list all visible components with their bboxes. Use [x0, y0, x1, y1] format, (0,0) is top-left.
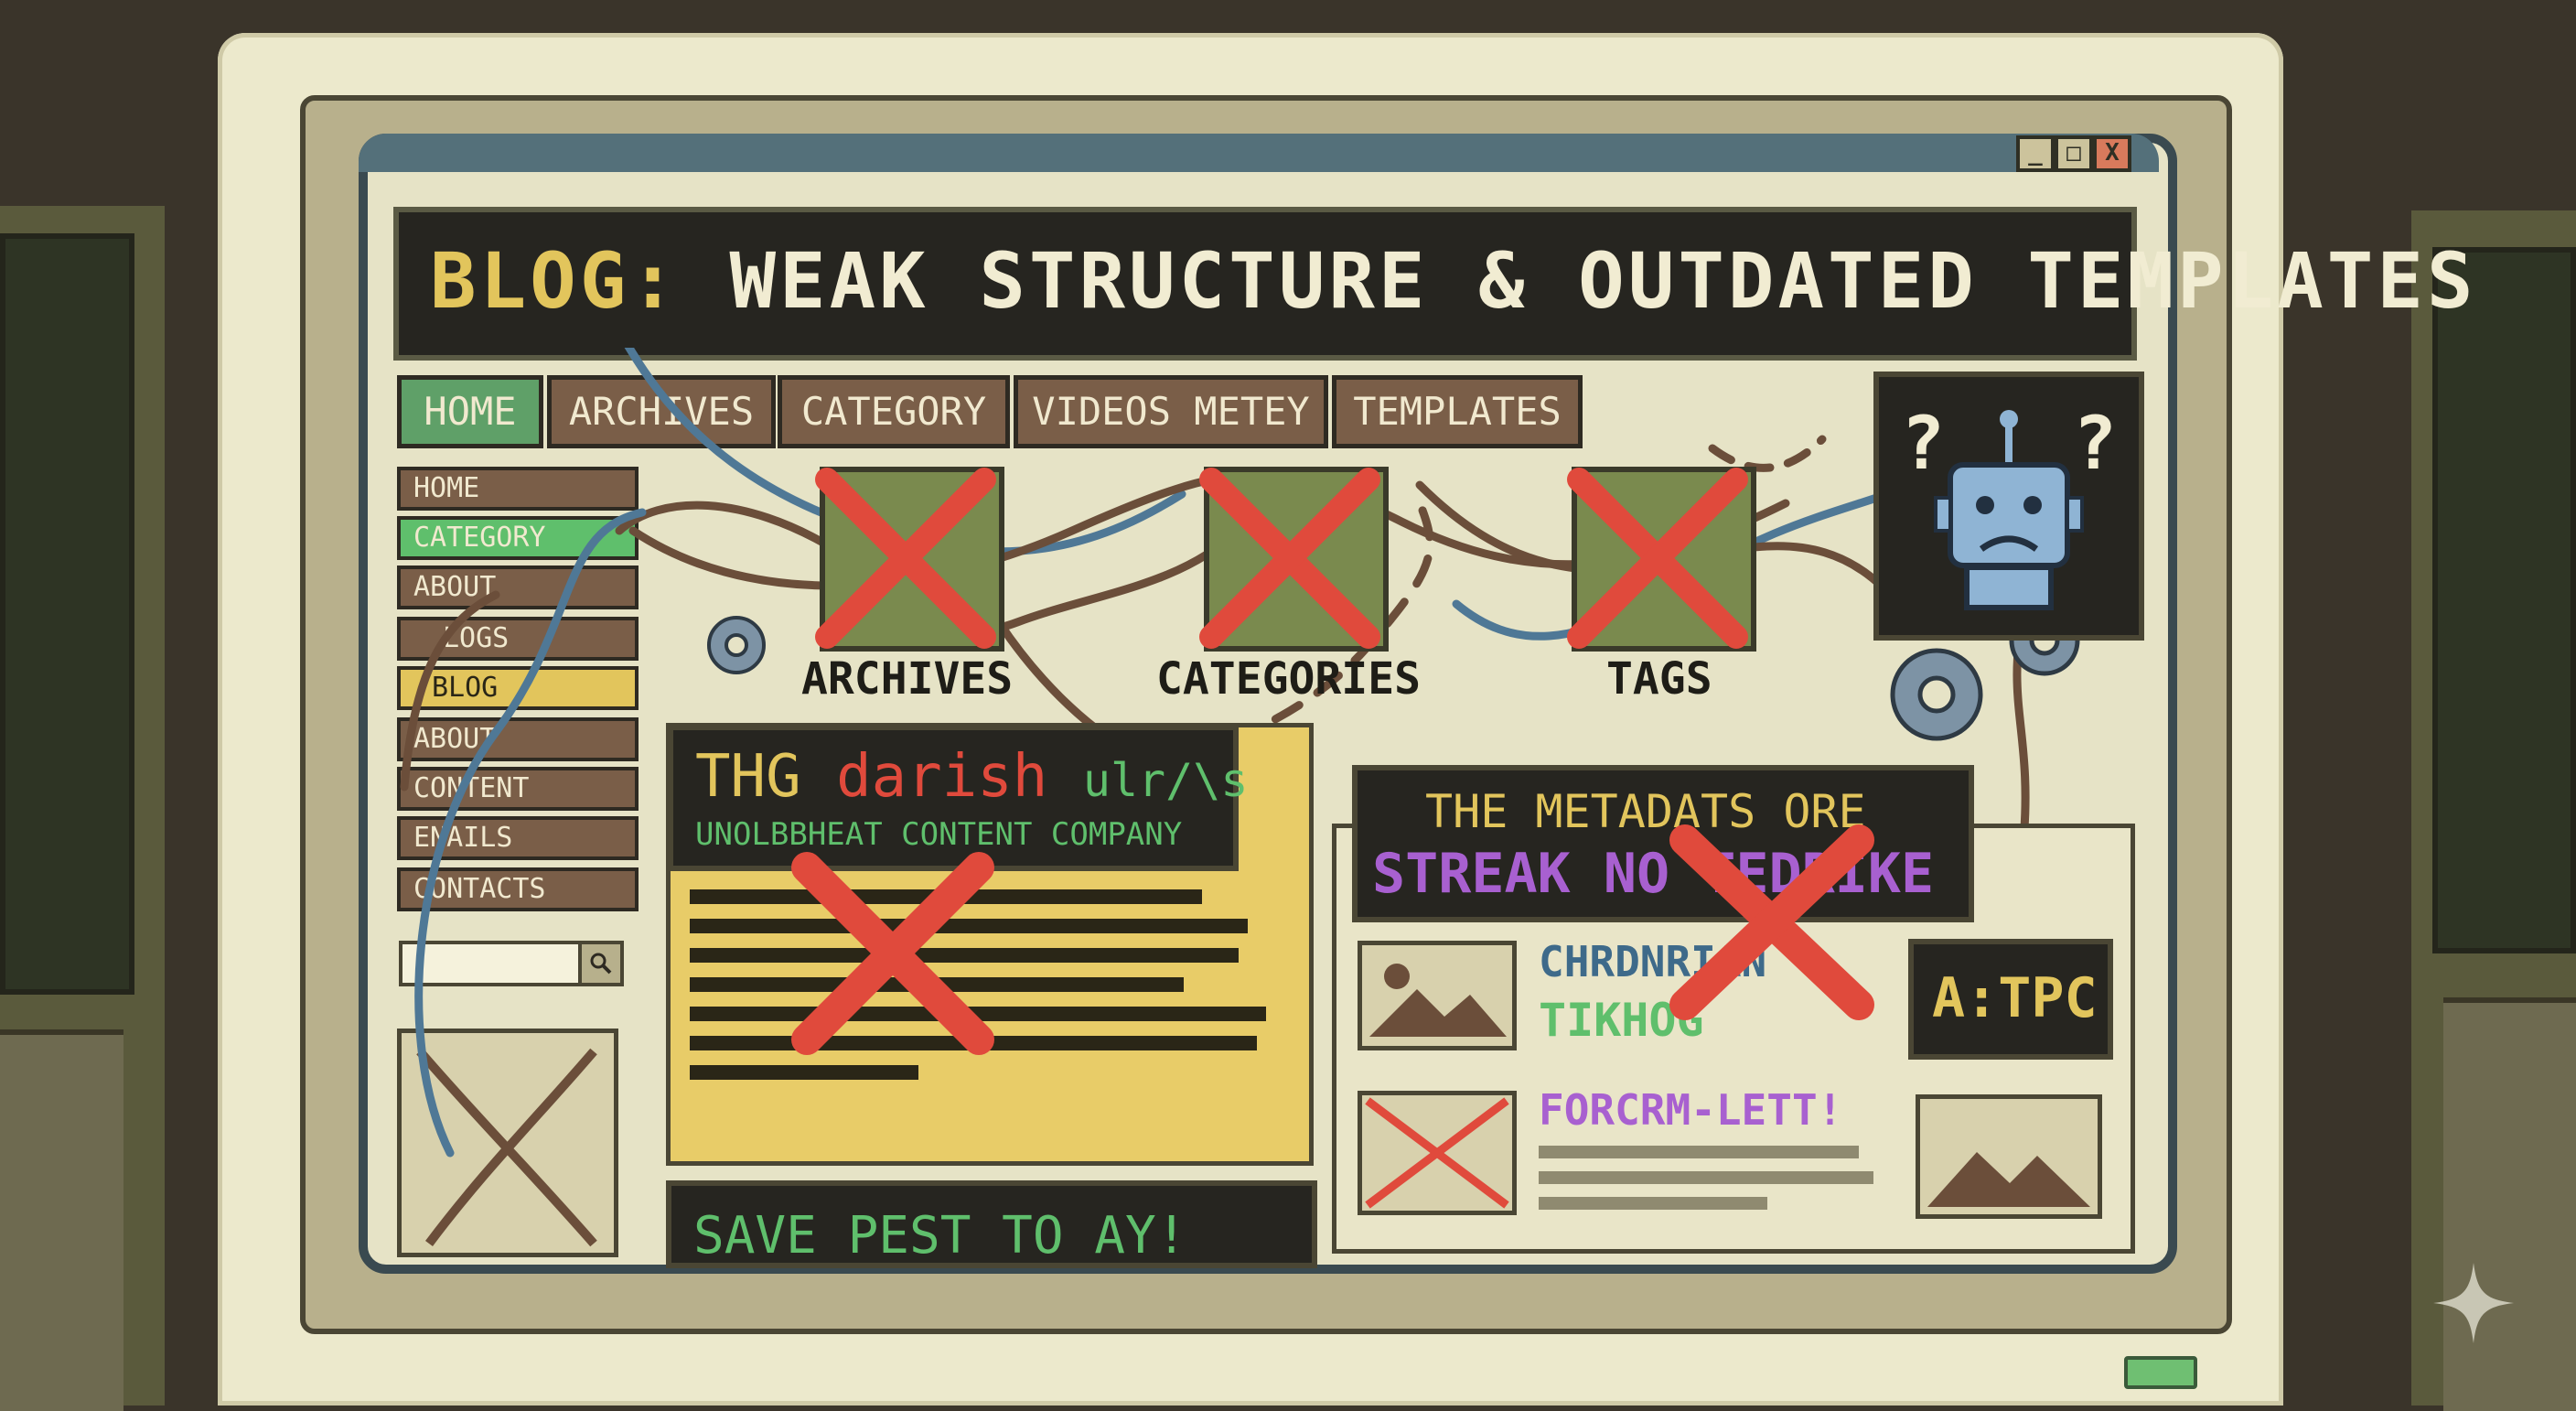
- gear-icon: [1890, 648, 1983, 741]
- tab-templates[interactable]: TEMPLATES: [1332, 375, 1583, 448]
- metadata-header: THE METADATS ORE STREAK NO TEDRIKE: [1352, 765, 1974, 922]
- robot-icon: ? ?: [1901, 401, 2117, 610]
- sparkle-icon: [2433, 1263, 2514, 1343]
- post-subtitle: UNOLBBHEAT CONTENT COMPANY: [695, 816, 1183, 853]
- sidebar-item-content[interactable]: CONTENT: [397, 767, 639, 811]
- metadata-line-1: THE METADATS ORE: [1425, 785, 1866, 838]
- post-title-a: THG: [695, 743, 801, 811]
- feature-label-archives: ARCHIVES: [801, 653, 1014, 705]
- power-led: [2124, 1356, 2197, 1389]
- svg-text:?: ?: [2073, 401, 2117, 486]
- gear-icon: [707, 616, 766, 674]
- broken-image-placeholder: [397, 1029, 618, 1257]
- tags-icon: [1572, 467, 1756, 652]
- categories-icon: [1204, 467, 1389, 652]
- tpc-badge: A:TPC: [1908, 939, 2113, 1060]
- svg-text:?: ?: [1901, 401, 1945, 486]
- sidebar-item-about-2[interactable]: ABOUT: [397, 717, 639, 761]
- sidebar-item-emails[interactable]: ENAILS: [397, 816, 639, 860]
- archives-icon: [820, 467, 1004, 652]
- search-button[interactable]: [578, 941, 624, 986]
- search-input[interactable]: [399, 941, 585, 986]
- metadata-item-2-text: [1539, 1146, 1877, 1210]
- tab-videos[interactable]: VIDEOS METEY: [1014, 375, 1328, 448]
- post-title-box: THG darish ulr/\s UNOLBBHEAT CONTENT COM…: [668, 725, 1248, 871]
- feature-label-tags: TAGS: [1606, 653, 1712, 705]
- minimize-button[interactable]: _: [2016, 135, 2055, 172]
- metadata-item-2-title: FORCRM-LETT!: [1539, 1085, 1843, 1135]
- window-titlebar: [359, 134, 2159, 172]
- maximize-button[interactable]: □: [2055, 135, 2093, 172]
- blog-header: [393, 207, 2137, 361]
- confused-robot-panel: ? ?: [1873, 372, 2144, 641]
- save-post-banner[interactable]: SAVE PEST TO AY!: [666, 1180, 1317, 1268]
- sidebar-item-category[interactable]: CATEGORY: [397, 516, 639, 560]
- post-title-c: ulr/\s: [1082, 754, 1249, 807]
- tab-category[interactable]: CATEGORY: [778, 375, 1010, 448]
- metadata-item-sub: TIKHOG: [1539, 994, 1704, 1047]
- broken-image-thumbnail: [1358, 1091, 1517, 1215]
- metadata-line-2: STREAK NO TEDRIKE: [1372, 842, 1935, 906]
- title-prefix: BLOG:: [430, 236, 680, 326]
- image-icon: [1927, 1152, 2090, 1207]
- feature-label-categories: CATEGORIES: [1156, 653, 1421, 705]
- image-thumbnail-2: [1916, 1094, 2102, 1219]
- search-icon: [590, 953, 612, 975]
- sidebar-item-home[interactable]: HOME: [397, 467, 639, 511]
- background-monitor-left: [0, 206, 165, 1411]
- post-body-placeholder: [690, 889, 1275, 1080]
- tab-home[interactable]: HOME: [397, 375, 543, 448]
- image-icon: [1369, 964, 1507, 1037]
- post-title-b: darish: [836, 743, 1048, 811]
- background-monitor-right: [2411, 210, 2576, 1411]
- title-main: WEAK STRUCTURE & OUTDATED TEMPLATES: [729, 236, 2477, 326]
- close-button[interactable]: X: [2093, 135, 2131, 172]
- image-thumbnail: [1358, 941, 1517, 1050]
- metadata-item-title: CHRDNRIAN: [1539, 937, 1767, 986]
- page-title: BLOG: WEAK STRUCTURE & OUTDATED TEMPLATE…: [430, 236, 2476, 326]
